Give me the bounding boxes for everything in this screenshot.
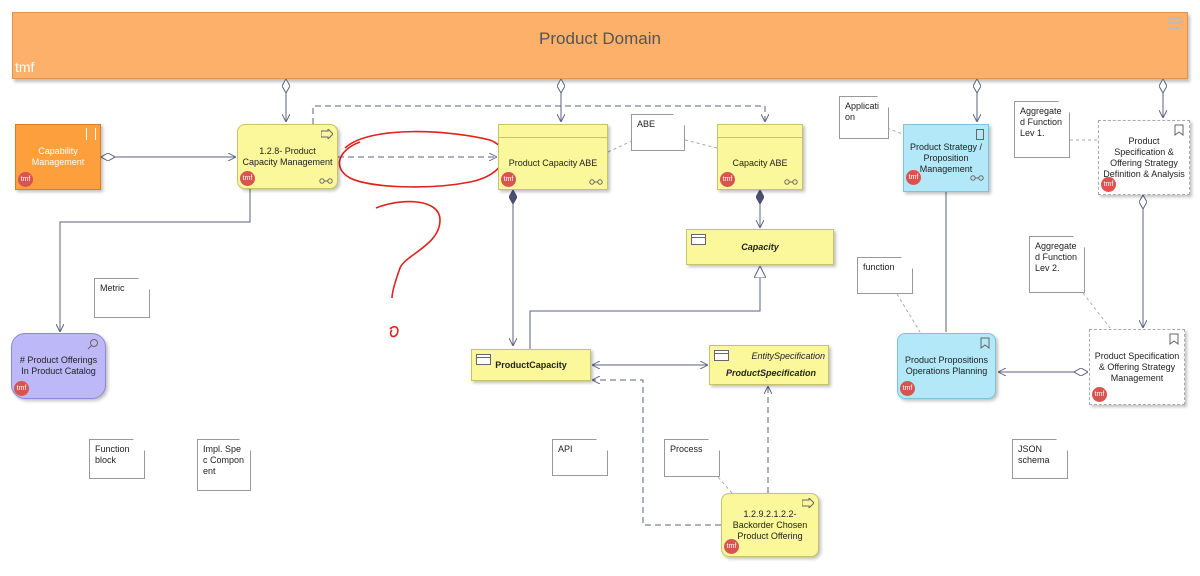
tmf-badge: tmf xyxy=(724,539,739,554)
note-metric[interactable]: Metric xyxy=(94,278,150,318)
tmf-badge: tmf xyxy=(720,172,735,187)
spec-strategy-management-label: Product Specification & Offering Strateg… xyxy=(1094,350,1180,383)
tmf-badge: tmf xyxy=(1101,177,1116,192)
product-domain-container[interactable]: Product Domain tmf xyxy=(12,12,1188,79)
capacity-abe-label: Capacity ABE xyxy=(732,157,788,168)
product-capacity-abe-label: Product Capacity ABE xyxy=(508,157,598,168)
magnifier-icon xyxy=(87,339,98,350)
tmf-badge: tmf xyxy=(240,171,255,186)
domain-title: Product Domain xyxy=(539,29,661,48)
process-arrow-icon xyxy=(321,129,333,139)
tmf-badge: tmf xyxy=(18,172,33,187)
product-capacity-class-label: ProductCapacity xyxy=(495,359,567,370)
note-function[interactable]: function xyxy=(857,257,913,294)
component-icon xyxy=(976,129,984,140)
capability-management-label: Capability Management xyxy=(31,146,85,167)
product-offerings-metric-label: # Product Offerings In Product Catalog xyxy=(19,355,98,376)
link-icon xyxy=(784,179,798,185)
product-propositions-node[interactable]: Product Propositions Operations Planning… xyxy=(897,333,996,399)
product-offerings-metric-node[interactable]: # Product Offerings In Product Catalog t… xyxy=(11,333,106,399)
capacity-abe-node[interactable]: Capacity ABE tmf xyxy=(717,124,803,190)
link-capacity-mgmt-to-capacity-abe xyxy=(312,105,765,124)
link-capacity-mgmt-to-metric xyxy=(60,189,251,332)
note-aggregated-lev1[interactable]: Aggregated Function Lev 1. xyxy=(1014,101,1070,158)
bookmark-icon xyxy=(980,337,990,349)
tmf-badge: tmf xyxy=(1092,387,1107,402)
product-strategy-node[interactable]: Product Strategy / Proposition Managemen… xyxy=(903,124,989,192)
note-application[interactable]: Application xyxy=(839,96,889,139)
note-api[interactable]: API xyxy=(552,439,608,476)
tmf-badge: tmf xyxy=(900,381,915,396)
note-function-block[interactable]: Function block xyxy=(89,439,145,479)
component-icon xyxy=(86,128,96,140)
menu-icon[interactable] xyxy=(1168,17,1181,30)
capability-management-node[interactable]: Capability Management tmf xyxy=(15,124,101,190)
spec-strategy-definition-label: Product Specification & Offering Strateg… xyxy=(1103,135,1185,179)
product-capacity-abe-node[interactable]: Product Capacity ABE tmf xyxy=(498,124,608,190)
product-strategy-label: Product Strategy / Proposition Managemen… xyxy=(909,141,983,174)
product-capacity-management-node[interactable]: 1.2.8- Product Capacity Management tmf xyxy=(237,124,338,189)
class-icon xyxy=(714,350,729,361)
link-icon xyxy=(319,178,333,184)
product-specification-class[interactable]: EntitySpecification ProductSpecification xyxy=(709,345,829,385)
product-propositions-label: Product Propositions Operations Planning xyxy=(904,355,989,376)
note-json-schema[interactable]: JSON schema xyxy=(1012,439,1068,479)
red-annotation xyxy=(338,130,505,338)
link-backorder-to-product-capacity xyxy=(592,380,721,526)
process-arrow-icon xyxy=(802,498,814,508)
tmf-badge: tmf xyxy=(14,381,29,396)
capacity-class-label: Capacity xyxy=(741,241,779,252)
link-generalization-capacity xyxy=(529,266,760,349)
link-icon xyxy=(589,179,603,185)
capacity-class[interactable]: Capacity xyxy=(686,229,834,265)
domain-tmf-badge: tmf xyxy=(12,58,35,75)
link-icon xyxy=(970,175,984,181)
note-aggregated-lev2[interactable]: Aggregated Function Lev 2. xyxy=(1029,236,1085,293)
tmf-badge: tmf xyxy=(906,170,921,185)
spec-strategy-definition-node[interactable]: Product Specification & Offering Strateg… xyxy=(1098,120,1190,195)
class-icon xyxy=(476,354,491,365)
bookmark-icon xyxy=(1174,124,1184,136)
backorder-process-node[interactable]: 1.2.9.2.1.2.2- Backorder Chosen Product … xyxy=(721,493,819,557)
class-icon xyxy=(691,234,706,245)
bookmark-icon xyxy=(1169,333,1179,345)
note-process[interactable]: Process xyxy=(664,439,720,477)
note-abe[interactable]: ABE xyxy=(631,114,685,151)
tmf-badge: tmf xyxy=(501,172,516,187)
product-specification-label: ProductSpecification xyxy=(725,368,816,378)
product-capacity-class[interactable]: ProductCapacity xyxy=(471,349,591,381)
backorder-process-label: 1.2.9.2.1.2.2- Backorder Chosen Product … xyxy=(732,508,808,541)
entity-specification-stereotype: EntitySpecification xyxy=(751,351,825,361)
product-capacity-management-label: 1.2.8- Product Capacity Management xyxy=(242,145,333,167)
spec-strategy-management-node[interactable]: Product Specification & Offering Strateg… xyxy=(1089,329,1185,405)
note-impl-spec-component[interactable]: Impl. Spec Component xyxy=(197,439,251,491)
